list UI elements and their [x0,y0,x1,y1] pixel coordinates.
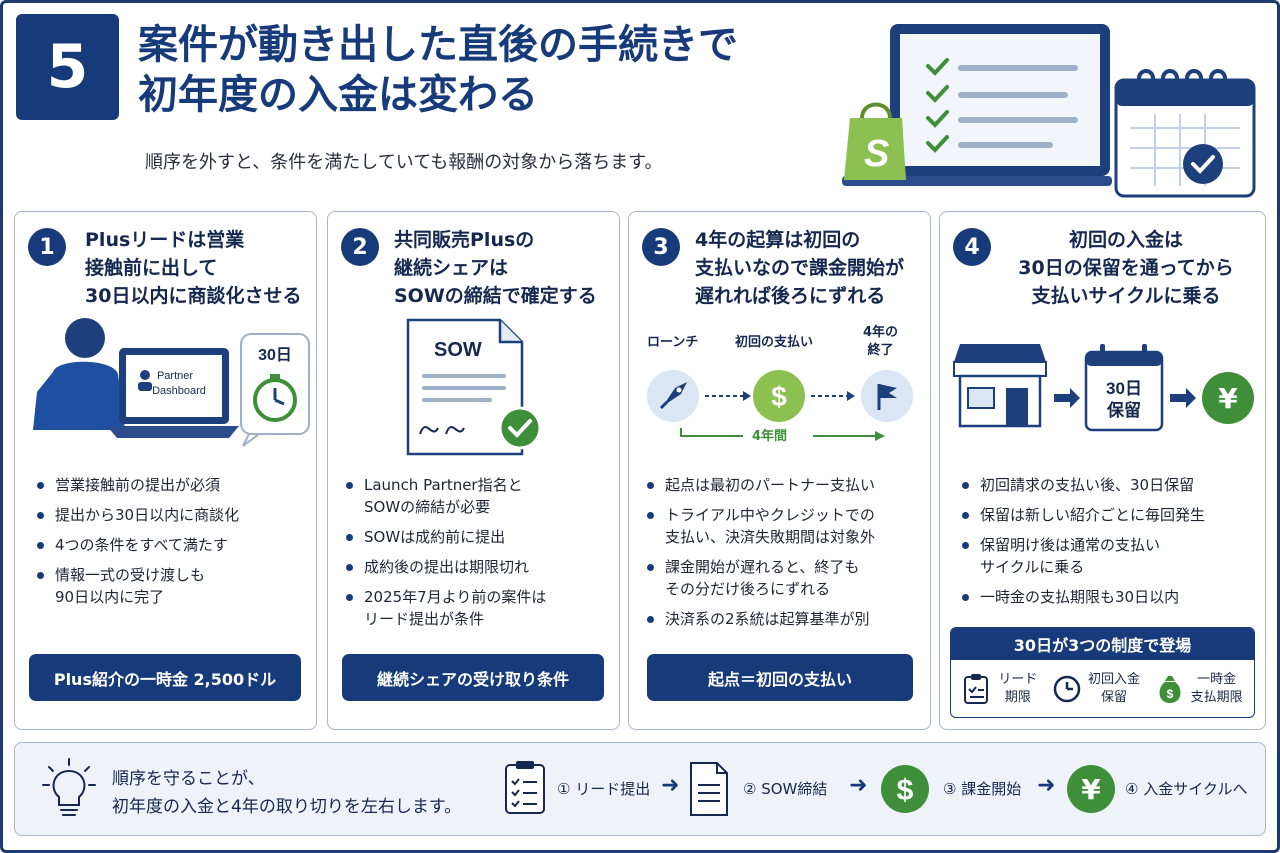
svg-text:S: S [864,133,889,175]
dollar-coin-icon: $ [753,370,805,422]
bullet-item: 決済系の2系統は起算基準が別 [643,608,928,630]
svg-text:$: $ [771,381,787,412]
page-subtitle: 順序を外すと、条件を満たしていても報酬の対象から落ちます。 [145,152,663,173]
system-item-first-payment-hold: 初回入金 保留 [1052,671,1140,707]
section-number-badge: 5 [16,14,119,120]
timeline-span-label: 4年間 [752,429,788,444]
timeline-launch-label: ローンチ [647,335,699,350]
flow-step-3: ③ 課金開始 [943,780,1022,798]
document-icon: SOW [406,318,524,456]
yen-coin-icon: ¥ [1067,765,1115,813]
timeline-end-label: 4年の 終了 [863,325,899,358]
card-number: 2 [341,228,379,266]
bullet-item: 営業接触前の提出が必須 [33,474,313,496]
shopping-bag-icon: S [844,102,906,180]
rocket-icon [647,370,699,422]
card-bullets: 営業接触前の提出が必須 提出から30日以内に商談化 4つの条件をすべて満たす 情… [33,474,313,616]
partner-dashboard-illustration: Partner Dashboard 30日 [33,318,310,447]
calendar-line-2: 保留 [1106,400,1141,420]
timer-badge-label: 30日 [258,346,292,364]
card-title: 共同販売Plusの 継続シェアは SOWの締結で確定する [394,229,597,307]
screen-line-2: Dashboard [152,385,206,397]
card-sow-signing: 2 共同販売Plusの 継続シェアは SOWの締結で確定する SOW Launc… [327,211,620,730]
svg-text:$: $ [897,774,914,807]
flow-step-2: ② SOW締結 [743,780,828,798]
arrow-right-icon: ➜ [661,773,680,798]
card-title: 4年の起算は初回の 支払いなので課金開始が 遅れれば後ろにずれる [695,229,905,307]
bullet-item: トライアル中やクレジットでの 支払い、決済失敗期間は対象外 [643,504,928,548]
yen-coin-icon: ¥ [1202,372,1254,424]
timeline-first-payment-label: 初回の支払い [735,335,814,350]
flag-icon [861,370,913,422]
card-bullets: 起点は最初のパートナー支払い トライアル中やクレジットでの 支払い、決済失敗期間… [643,474,928,638]
card-number: 3 [642,228,680,266]
footer-summary: 順序を守ることが、 初年度の入金と4年の取り切りを左右します。 ① リード提出 … [14,742,1266,836]
timer-icon: 30日 [240,333,310,447]
bullet-item: SOWは成約前に提出 [342,526,617,548]
flow-step-4: ④ 入金サイクルへ [1125,780,1248,798]
title-line-2: 初年度の入金は変わる [138,72,538,118]
clock-icon [1053,675,1081,702]
svg-text:¥: ¥ [1081,773,1101,806]
start-point-button[interactable]: 起点＝初回の支払い [647,654,913,701]
systems-box-title: 30日が3つの制度で登場 [951,628,1254,660]
flow-step-1: ① リード提出 [557,780,651,798]
card-four-year-start: 3 4年の起算は初回の 支払いなので課金開始が 遅れれば後ろにずれる ローンチ … [628,211,931,730]
document-icon [690,762,728,816]
one-time-fee-button[interactable]: Plus紹介の一時金 2,500ドル [29,654,301,701]
checklist-icon [505,761,545,814]
revenue-share-button[interactable]: 継続シェアの受け取り条件 [342,654,604,701]
bullet-item: 2025年7月より前の案件は リード提出が条件 [342,586,617,630]
calendar-icon: 30日 保留 [1084,344,1164,432]
bullet-item: 一時金の支払期限も30日以内 [958,586,1263,608]
bullet-item: Launch Partner指名と SOWの締結が必要 [342,474,617,518]
bullet-item: 成約後の提出は期限切れ [342,556,617,578]
svg-text:$: $ [1166,687,1173,701]
card-bullets: Launch Partner指名と SOWの締結が必要 SOWは成約前に提出 成… [342,474,617,638]
sow-document-illustration: SOW [406,318,542,456]
arrow-right-icon: ➜ [1037,773,1056,798]
payout-flow-illustration: 30日 保留 ¥ [953,344,1254,432]
arrow-right-icon: ➜ [849,773,868,798]
dollar-coin-icon: $ [881,765,929,813]
check-circle-icon [498,406,542,450]
system-item-payment-deadline: $ 一時金 支払期限 [1155,671,1243,707]
card-bullets: 初回請求の支払い後、30日保留 保留は新しい紹介ごとに毎回発生 保留明け後は通常… [958,474,1263,616]
bullet-item: 保留は新しい紹介ごとに毎回発生 [958,504,1263,526]
clipboard-icon [964,673,989,704]
laptop-icon: Partner Dashboard [107,348,239,438]
money-bag-icon: $ [1159,675,1181,703]
calendar-line-1: 30日 [1106,379,1142,398]
bullet-item: 情報一式の受け渡しも 90日以内に完了 [33,564,313,608]
title-line-1: 案件が動き出した直後の手続きで [138,22,738,68]
screen-line-1: Partner [157,370,193,382]
header-illustration: S [842,24,1256,198]
footer-message: 順序を守ることが、 初年度の入金と4年の取り切りを左右します。 [112,769,462,817]
card-number: 1 [28,228,66,266]
card-title: 初回の入金は 30日の保留を通ってから 支払いサイクルに乗る [1018,229,1234,307]
bullet-item: 4つの条件をすべて満たす [33,534,313,556]
bullet-item: 課金開始が遅れると、終了も その分だけ後ろにずれる [643,556,928,600]
timeline-illustration: $ [647,370,913,446]
bullet-item: 保留明け後は通常の支払い サイクルに乗る [958,534,1263,578]
monitor-icon [842,24,1112,186]
doc-label: SOW [434,339,482,361]
calendar-check-icon [1114,69,1256,198]
lightbulb-icon [42,758,96,816]
storefront-icon [953,344,1047,428]
bullet-item: 起点は最初のパートナー支払い [643,474,928,496]
bullet-item: 提出から30日以内に商談化 [33,504,313,526]
card-lead-submission: 1 Plusリードは営業 接触前に出して 30日以内に商談化させる Partne… [14,211,317,730]
svg-text:¥: ¥ [1218,382,1238,415]
card-number: 4 [953,228,991,266]
bullet-item: 初回請求の支払い後、30日保留 [958,474,1263,496]
page-title: 案件が動き出した直後の手続きで 初年度の入金は変わる [138,20,738,120]
card-title: Plusリードは営業 接触前に出して 30日以内に商談化させる [85,229,302,307]
thirty-day-systems-box: 30日が3つの制度で登場 リード 期限 初回入金 保留 [950,627,1255,718]
system-item-lead-deadline: リード 期限 [962,671,1037,707]
